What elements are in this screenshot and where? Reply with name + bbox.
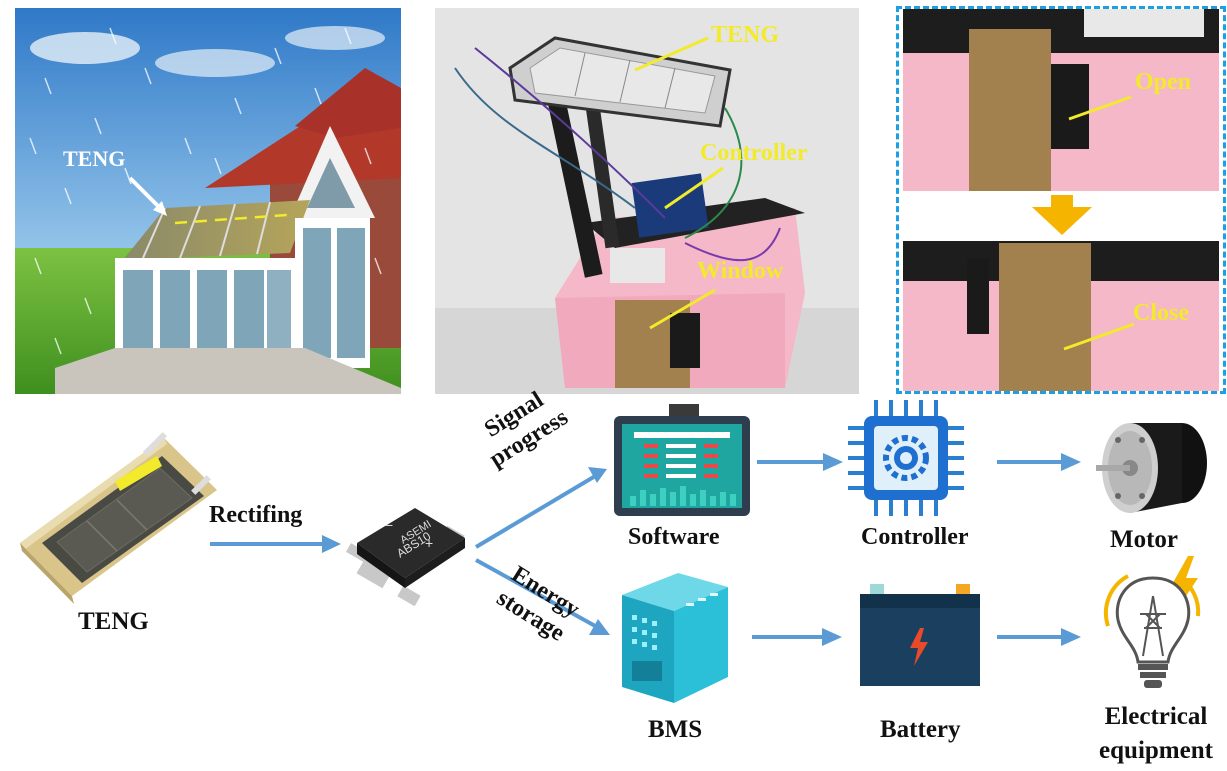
photo-window-open-close: Open Close xyxy=(896,6,1226,394)
battery-to-equipment-arrow xyxy=(997,628,1081,646)
battery-label: Battery xyxy=(880,716,961,743)
bms-label: BMS xyxy=(648,716,703,743)
chip-minus-text: − xyxy=(385,517,393,533)
controller-label: Controller xyxy=(861,524,969,550)
rectifing-label: Rectifing xyxy=(209,502,303,528)
rectifing-arrow xyxy=(210,535,341,553)
lightbulb-icon xyxy=(1098,556,1208,696)
bms-server-icon xyxy=(618,565,733,705)
chip-plus-text: + xyxy=(425,535,433,551)
window-close-label: Close xyxy=(1133,300,1189,326)
software-to-controller-arrow xyxy=(757,453,843,471)
motor-icon xyxy=(1090,418,1215,528)
prototype-controller-label: Controller xyxy=(700,140,808,166)
teng-device-icon xyxy=(12,418,222,608)
controller-to-motor-arrow xyxy=(997,453,1081,471)
bms-to-battery-arrow xyxy=(752,628,842,646)
controller-chip-icon xyxy=(846,398,966,518)
teng-label: TENG xyxy=(78,608,149,635)
battery-icon xyxy=(858,582,983,690)
software-monitor-icon xyxy=(614,404,750,520)
photo-house-rain: TENG xyxy=(15,8,401,394)
software-label: Software xyxy=(628,524,720,550)
house-teng-label: TENG xyxy=(63,146,126,171)
house-illustration xyxy=(15,8,401,394)
bridge-rectifier-chip-icon: ASEMI ABS10 − + xyxy=(345,498,470,610)
window-open-close-illustration xyxy=(899,9,1223,391)
rain-streaks xyxy=(29,27,382,355)
window-open-label: Open xyxy=(1135,69,1192,95)
motor-label: Motor xyxy=(1110,526,1179,553)
photo-prototype: TENG Controller Window xyxy=(435,8,859,394)
electrical-equipment-label: Electrical equipment xyxy=(1099,703,1213,764)
prototype-window-label: Window xyxy=(697,258,784,284)
prototype-teng-label: TENG xyxy=(711,22,780,48)
branch-arrows xyxy=(474,467,610,635)
prototype-illustration xyxy=(435,8,859,394)
